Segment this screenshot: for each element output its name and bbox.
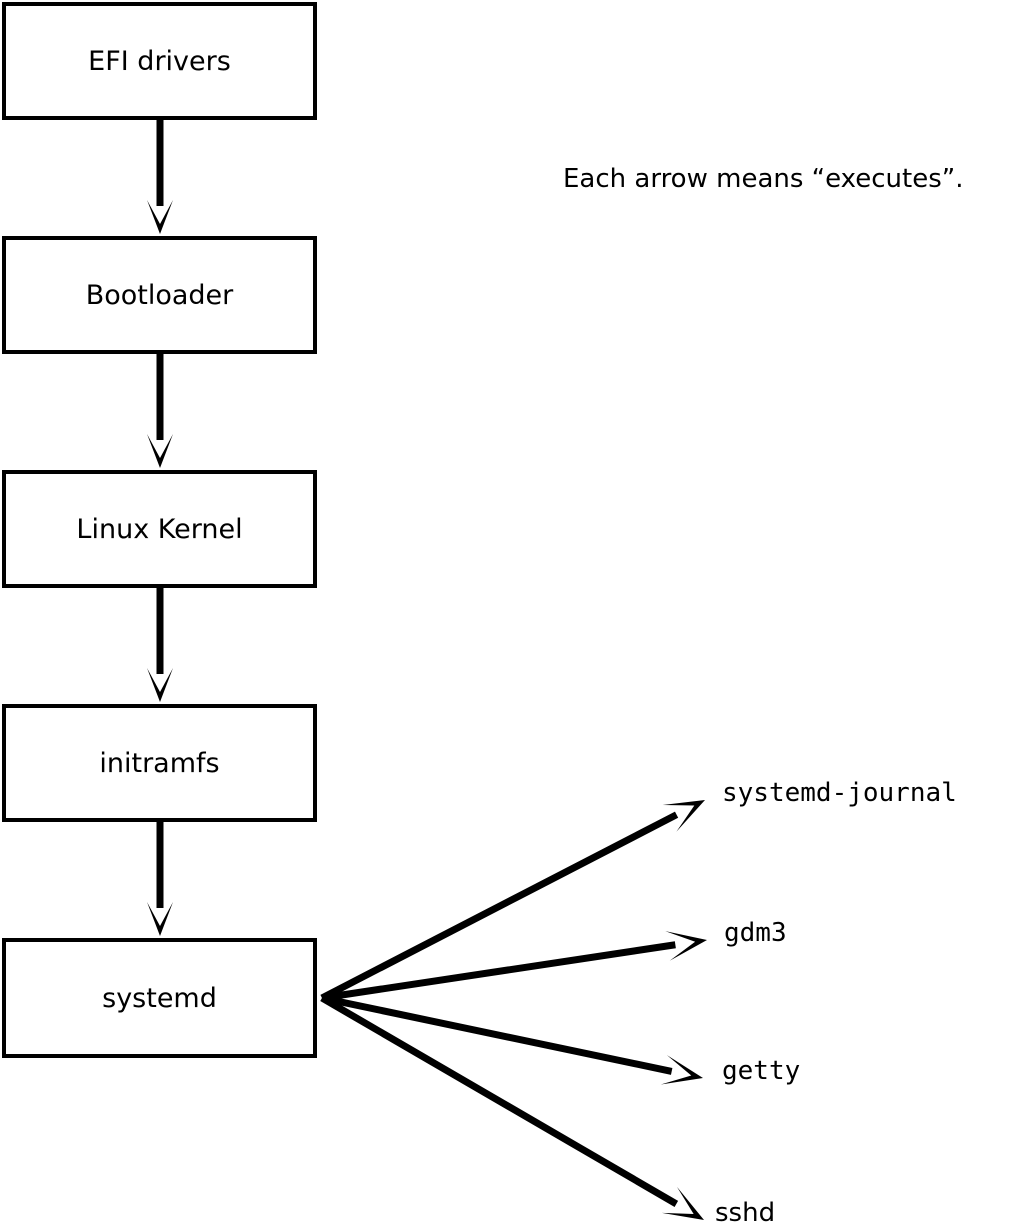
service-label-gdm3[interactable]: gdm3 bbox=[724, 918, 787, 948]
fan-arrow-head-sshd bbox=[661, 1186, 704, 1220]
process-box-label-systemd: systemd bbox=[102, 982, 217, 1014]
process-box-label-linux-kernel: Linux Kernel bbox=[76, 513, 243, 545]
process-box-systemd[interactable]: systemd bbox=[2, 938, 317, 1058]
fan-arrow-shaft-gdm3 bbox=[321, 941, 676, 1002]
fan-arrow-shaft-sshd bbox=[320, 994, 679, 1207]
process-box-label-initramfs: initramfs bbox=[99, 747, 220, 779]
fan-arrow-shaft-systemd-journal bbox=[320, 811, 679, 1002]
service-label-systemd-journal[interactable]: systemd-journal bbox=[722, 778, 957, 808]
fan-arrow-shaft-getty bbox=[321, 994, 673, 1075]
service-label-getty[interactable]: getty bbox=[722, 1056, 801, 1086]
process-box-initramfs[interactable]: initramfs bbox=[2, 704, 317, 822]
process-box-efi-drivers[interactable]: EFI drivers bbox=[2, 2, 317, 120]
process-box-bootloader[interactable]: Bootloader bbox=[2, 236, 317, 354]
chain-arrow-head-initramfs-to-systemd bbox=[147, 902, 173, 936]
fan-arrow-head-gdm3 bbox=[665, 931, 707, 961]
process-box-label-bootloader: Bootloader bbox=[85, 279, 234, 311]
process-box-linux-kernel[interactable]: Linux Kernel bbox=[2, 470, 317, 588]
legend-caption: Each arrow means “executes”. bbox=[563, 164, 964, 194]
fan-arrow-head-getty bbox=[660, 1055, 703, 1085]
arrow-group bbox=[147, 120, 707, 1220]
fan-arrow-head-systemd-journal bbox=[662, 800, 705, 832]
service-label-sshd[interactable]: sshd bbox=[715, 1198, 776, 1228]
chain-arrow-head-linux-kernel-to-initramfs bbox=[147, 668, 173, 702]
chain-arrow-head-efi-drivers-to-bootloader bbox=[147, 200, 173, 234]
chain-arrow-head-bootloader-to-linux-kernel bbox=[147, 434, 173, 468]
process-box-label-efi-drivers: EFI drivers bbox=[88, 45, 231, 77]
